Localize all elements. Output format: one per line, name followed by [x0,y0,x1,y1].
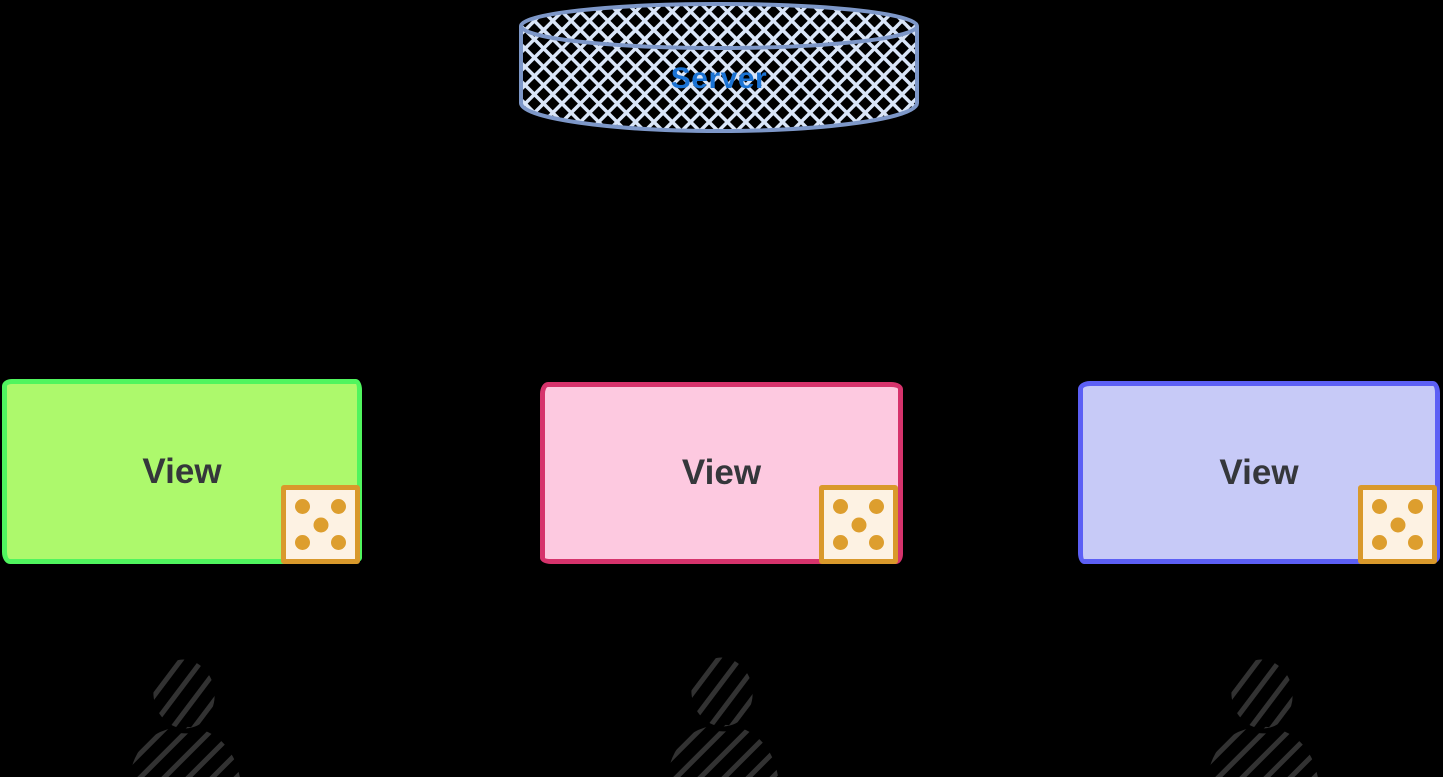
dice-pip [331,499,346,514]
dice-pip [833,499,848,514]
database-cylinder-icon [519,2,919,134]
dice-five-icon [819,485,898,564]
dice-pip [833,535,848,550]
dice-pip [1390,517,1405,532]
dice-five-icon [281,485,360,564]
view-label: View [142,451,222,491]
dice-pip [313,517,328,532]
dice-pip [1408,499,1423,514]
dice-five-icon [1358,485,1437,564]
dice-pip [295,499,310,514]
dice-pip [295,535,310,550]
dice-pip [851,517,866,532]
view-label: View [681,453,762,492]
dice-pip [331,535,346,550]
user-icon [118,652,253,777]
dice-pip [869,535,884,550]
dice-pip [1408,535,1423,550]
dice-pip [1372,499,1387,514]
view-label: View [1219,452,1299,492]
dice-pip [869,499,884,514]
user-icon [656,650,791,777]
dice-pip [1372,535,1387,550]
server-node [516,0,922,135]
server-label: Server [670,62,768,95]
user-icon [1196,652,1331,777]
